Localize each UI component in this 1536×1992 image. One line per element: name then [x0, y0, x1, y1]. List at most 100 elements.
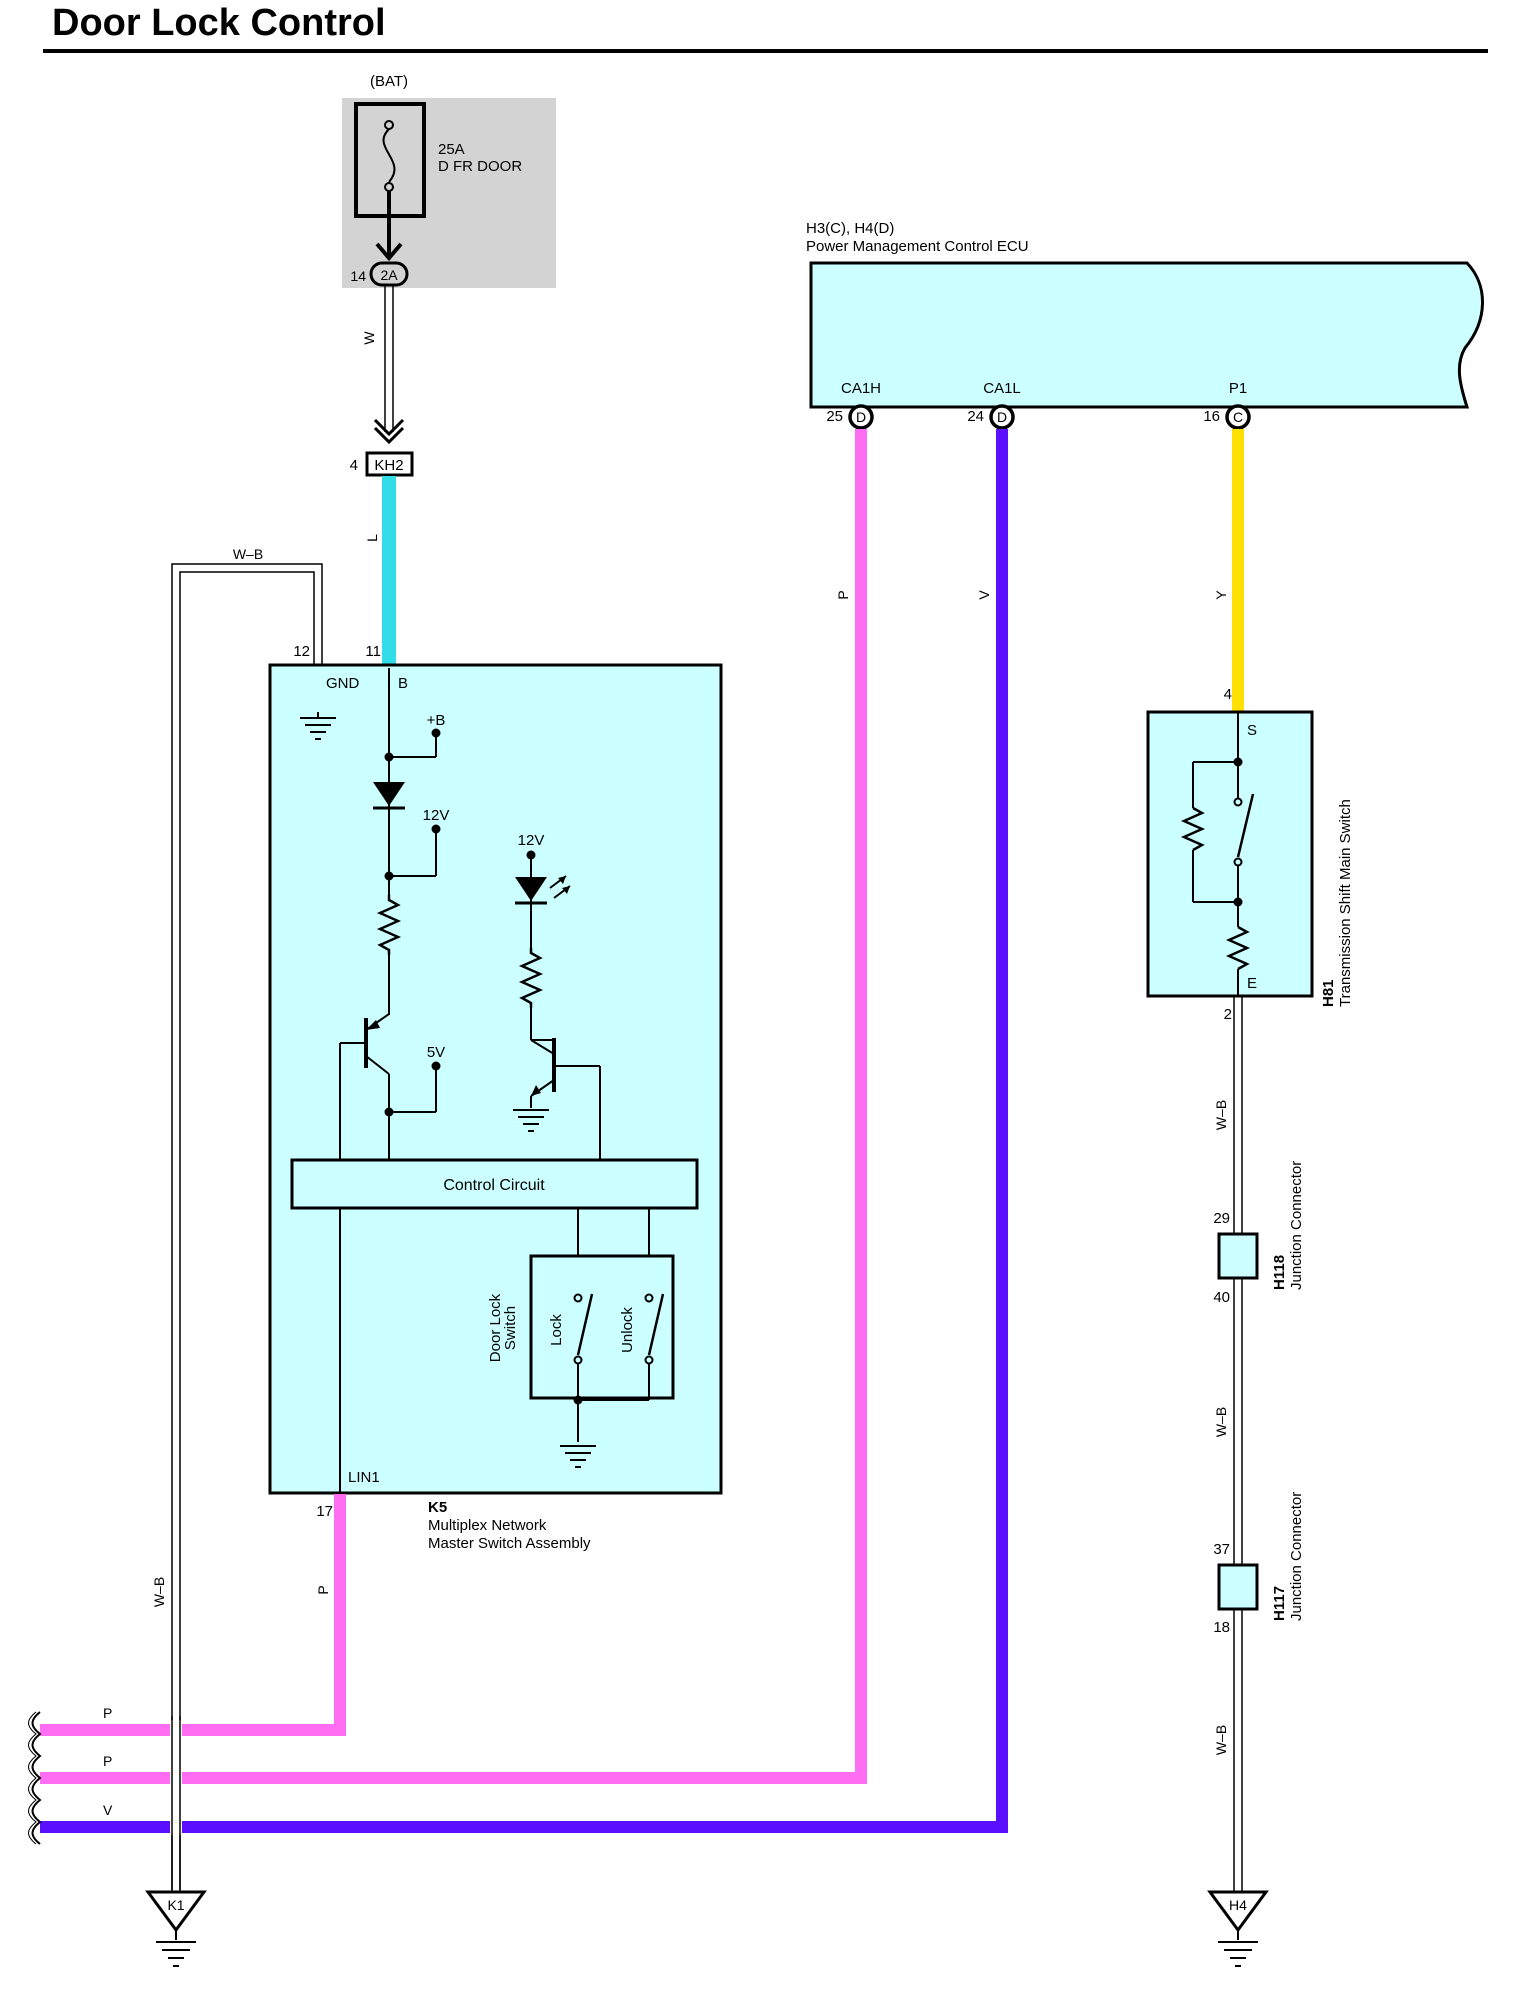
h118-pin-top: 29: [1213, 1210, 1230, 1227]
resistor-icon: [1180, 806, 1206, 852]
lock-label: Lock: [548, 1314, 565, 1346]
h117-pin-top: 37: [1213, 1541, 1230, 1558]
h117-code: H117: [1271, 1586, 1288, 1621]
h81-pin-e: 2: [1224, 1006, 1232, 1023]
ecu-terminal-ca1l: CA1L: [983, 380, 1021, 397]
ecu-name: Power Management Control ECU: [806, 238, 1029, 255]
h118-code: H118: [1271, 1255, 1288, 1290]
k5-module: 12 11 GND B +B 12V: [268, 643, 723, 1552]
wire-w-label: W: [361, 331, 377, 345]
ecu-terminal-ca1h: CA1H: [841, 380, 881, 397]
h117-name: Junction Connector: [1288, 1492, 1305, 1621]
wire-wb-k5-ground: W–B W–B: [151, 546, 323, 1890]
led-icon: [515, 875, 571, 905]
k5-pin-b: 11: [365, 643, 381, 660]
k5-name-line2: Master Switch Assembly: [428, 1535, 591, 1552]
ground-k1-label: K1: [167, 1897, 184, 1913]
ecu-pin-connector-icon: [989, 404, 1015, 430]
ecu-box: [809, 261, 1484, 409]
k5-12v-a: 12V: [423, 807, 450, 824]
k5-pin-lin: 17: [316, 1503, 333, 1520]
wire-wb-label-right-3: W–B: [1213, 1725, 1229, 1755]
h81-transmission-shift-main-switch: 4 S E 2 H81 Transmission Shift Main Swit…: [1146, 686, 1354, 1023]
door-lock-switch-label-2: Switch: [502, 1306, 519, 1350]
connector-kh2-pin: 4: [350, 457, 358, 474]
connector-arrow-icon: [375, 242, 403, 262]
wire-p-label-bundle-1: P: [103, 1705, 112, 1721]
resistor-icon: [1225, 925, 1251, 971]
ecu-pin-ca1l: 24: [967, 408, 984, 425]
k5-pin-gnd: 12: [293, 643, 310, 660]
k5-name-line1: Multiplex Network: [428, 1517, 547, 1534]
switch-icon: [573, 1293, 594, 1400]
wire-wb-label-right-2: W–B: [1213, 1407, 1229, 1437]
fuse-rating: 25A: [438, 141, 465, 158]
k5-code: K5: [428, 1499, 447, 1516]
wire-wb-label-right-1: W–B: [1213, 1100, 1229, 1130]
wire-wb-label-left: W–B: [151, 1577, 167, 1607]
switch-icon: [1233, 793, 1255, 867]
ecu-conn-ca1l: D: [997, 409, 1007, 425]
h118-pin-bottom: 40: [1213, 1289, 1230, 1306]
ground-point-icon: [1207, 1890, 1269, 1933]
k5-terminal-b: B: [398, 675, 408, 692]
k5-terminal-lin1: LIN1: [348, 1469, 380, 1486]
ecu-terminal-p1: P1: [1229, 380, 1247, 397]
h81-box: [1146, 710, 1314, 998]
h117-pin-bottom: 18: [1213, 1619, 1230, 1636]
fuse-name: D FR DOOR: [438, 158, 522, 175]
switch-icon: [644, 1293, 665, 1400]
k5-plus-b: +B: [427, 712, 446, 729]
battery-label: (BAT): [370, 73, 408, 90]
resistor-icon: [518, 948, 544, 1008]
wire-wb-label-top: W–B: [233, 546, 263, 562]
ecu-pin-connector-icon: [1225, 404, 1251, 430]
h118-junction-connector: 29 40 H118 Junction Connector: [1213, 1161, 1305, 1306]
fuse-pin-number: 14: [350, 268, 366, 284]
wire-l-label: L: [364, 534, 380, 542]
ground-icon: [513, 1109, 549, 1132]
k5-terminal-gnd: GND: [326, 675, 360, 692]
door-lock-switch-label-1: Door Lock: [487, 1293, 504, 1362]
unlock-label: Unlock: [619, 1307, 636, 1353]
wire-v-label-bundle: V: [103, 1802, 113, 1818]
wire-p-ca1h: [40, 429, 867, 1784]
connector-arrow-icon: [373, 426, 405, 445]
h118-name: Junction Connector: [1288, 1161, 1305, 1290]
transistor-icon: [339, 1013, 402, 1160]
ground-icon: [560, 1445, 596, 1468]
h81-terminal-s: S: [1247, 722, 1257, 739]
h81-name: Transmission Shift Main Switch: [1337, 799, 1354, 1007]
control-circuit-label: Control Circuit: [443, 1177, 545, 1194]
wire-wb-k5-crossing: [170, 1716, 182, 1892]
h81-terminal-e: E: [1247, 975, 1257, 992]
connector-arrow-icon: [373, 418, 405, 437]
wire-y-label: Y: [1213, 590, 1229, 600]
ecu-pin-p1: 16: [1203, 408, 1220, 425]
h117-junction-connector: 37 18 H117 Junction Connector: [1213, 1492, 1305, 1636]
ground-h4-label: H4: [1229, 1897, 1247, 1913]
h81-code: H81: [1320, 979, 1337, 1007]
ground-icon: [300, 717, 336, 740]
fuse-block: (BAT) 25A D FR DOOR 2A 14: [342, 73, 556, 288]
k5-12v-b: 12V: [518, 832, 545, 849]
ecu-conn-ca1h: D: [856, 409, 866, 425]
resistor-icon: [376, 895, 402, 955]
ground-h4: H4: [1207, 1890, 1269, 1967]
connector-2a-shape: [369, 261, 409, 287]
fuse-block-background: [342, 98, 556, 288]
connector-kh2-label: KH2: [374, 457, 403, 474]
diode-icon: [373, 782, 405, 810]
page-title: Door Lock Control: [52, 2, 386, 44]
h118-box: [1217, 1232, 1259, 1280]
wire-p-label-k5: P: [315, 1585, 331, 1594]
ecu-pin-ca1h: 25: [826, 408, 843, 425]
connector-kh2: KH2 4: [350, 451, 414, 477]
wire-w: W: [361, 286, 405, 445]
ecu-pin-connector-icon: [848, 404, 874, 430]
wire-break-icon: [28, 1711, 42, 1845]
wire-p-label-ecu: P: [835, 590, 851, 599]
power-management-ecu: H3(C), H4(D) Power Management Control EC…: [806, 220, 1484, 430]
wire-p-label-bundle-2: P: [103, 1753, 112, 1769]
h81-pin-s: 4: [1224, 686, 1232, 703]
